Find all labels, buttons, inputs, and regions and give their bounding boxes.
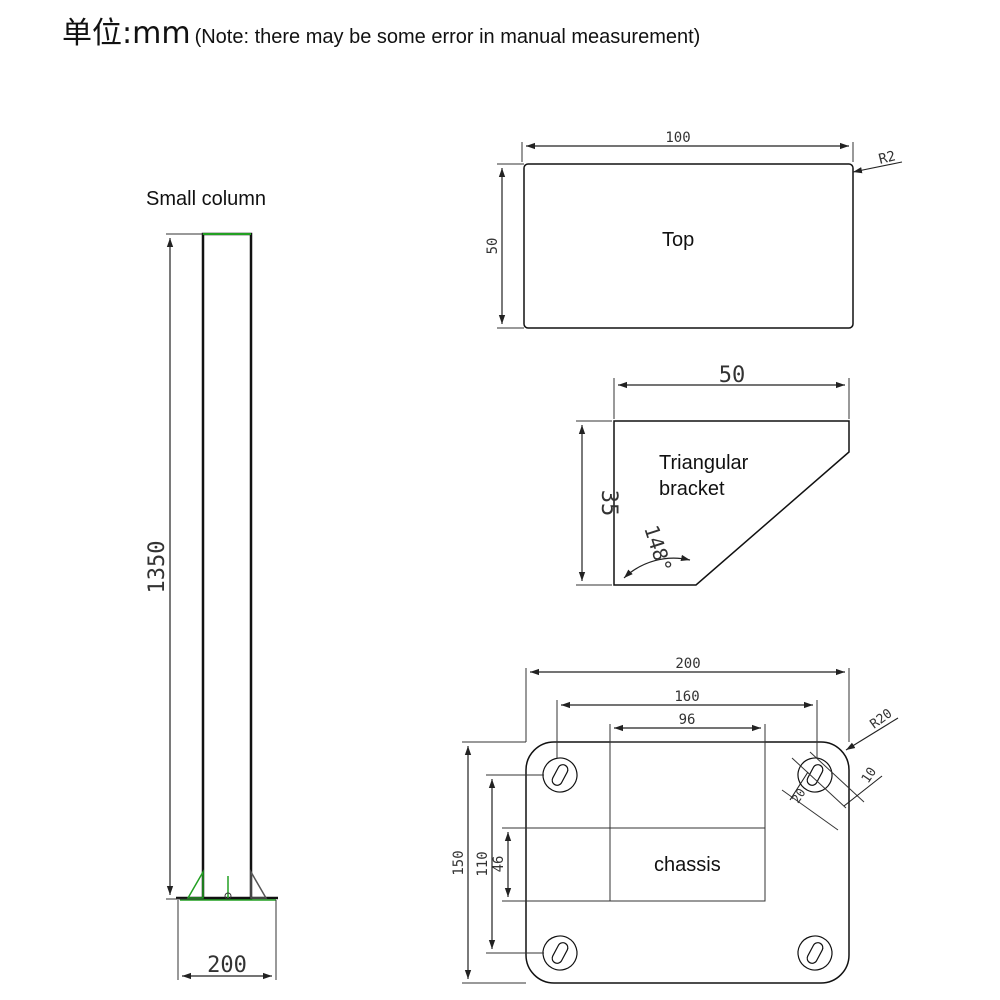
- bracket-height-value: 35: [596, 490, 621, 517]
- slot-length-dimension: [789, 771, 809, 801]
- measurement-note: (Note: there may be some error in manual…: [194, 26, 701, 48]
- chassis-inner-upper: [609, 741, 766, 829]
- top-plate-width-value: 100: [665, 130, 690, 146]
- small-column-view: Small column 1350 200: [145, 188, 278, 980]
- top-plate-view: Top 100 50 R2: [485, 130, 903, 329]
- right-gusset: [250, 869, 268, 899]
- slot-length-value: 20: [789, 786, 809, 806]
- slot-width-value: 10: [859, 765, 880, 786]
- mounting-slot-bottom-left: [542, 935, 578, 971]
- column-height-value: 1350: [145, 541, 170, 594]
- chassis-radius-leader: [845, 717, 899, 751]
- column-base-width-value: 200: [207, 953, 247, 978]
- top-plate-radius-leader: [852, 161, 903, 174]
- chassis-width-value: 200: [675, 656, 700, 672]
- bracket-width-value: 50: [719, 363, 746, 388]
- mounting-slot-top-left: [542, 757, 578, 793]
- chassis-inner-width-value: 96: [679, 712, 696, 728]
- chassis-inner-height-value: 46: [491, 856, 507, 873]
- unit-label: 单位:mm: [62, 16, 191, 51]
- top-plate-height-value: 50: [485, 238, 501, 255]
- chassis-hole-spacing-value: 160: [674, 689, 699, 705]
- bracket-angle-value: 148°: [639, 522, 677, 575]
- chassis-view: chassis 10 20 R20 2: [451, 656, 899, 984]
- top-plate-radius-value: R2: [877, 148, 897, 168]
- base-bolt: [224, 892, 232, 900]
- column-body: [201, 232, 253, 901]
- bracket-shape: [613, 420, 850, 586]
- chassis-hole-pitch-value: 110: [475, 851, 491, 876]
- bracket-label-line1: Triangular: [659, 452, 749, 474]
- top-plate-label: Top: [662, 229, 694, 251]
- chassis-label: chassis: [654, 854, 721, 876]
- left-gusset: [186, 869, 204, 899]
- bracket-view: Triangular bracket 50 35 148°: [576, 363, 850, 586]
- column-title: Small column: [146, 188, 266, 210]
- chassis-height-value: 150: [451, 850, 467, 875]
- chassis-inner-lower: [609, 827, 766, 902]
- bracket-angle-arc: [623, 554, 691, 579]
- page-header: 单位:mm(Note: there may be some error in m…: [62, 8, 700, 52]
- mounting-slot-bottom-right: [797, 935, 833, 971]
- bracket-label-line2: bracket: [659, 478, 725, 500]
- top-plate: [523, 163, 854, 329]
- slot-width-dimension: [843, 775, 883, 807]
- mounting-slot-top-right: [797, 757, 833, 793]
- chassis-radius-value: R20: [868, 706, 896, 732]
